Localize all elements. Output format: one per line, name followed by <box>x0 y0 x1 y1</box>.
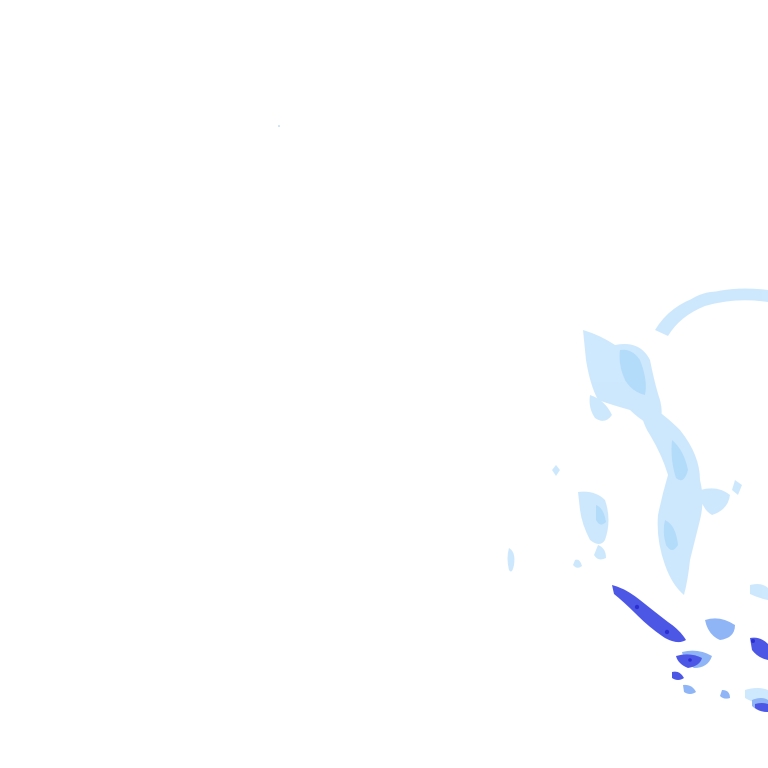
precip-cluster <box>578 491 609 544</box>
precip-core-dot <box>751 639 755 643</box>
precip-cell <box>507 548 515 572</box>
precip-heavy-cell <box>750 637 768 660</box>
radar-speck <box>278 125 280 127</box>
precip-cell <box>700 488 730 515</box>
precip-core <box>663 520 678 550</box>
precip-core <box>671 440 688 481</box>
precip-band-diagonal <box>640 400 703 595</box>
precip-core <box>619 349 646 395</box>
precip-moderate <box>720 690 730 699</box>
precip-heavy-cell <box>672 671 684 680</box>
precip-cell <box>573 559 582 568</box>
heavy-precip-core <box>634 604 755 662</box>
precip-heavy-cell <box>755 703 768 712</box>
precip-core-dot <box>688 658 692 662</box>
precip-cell <box>690 291 726 308</box>
precip-moderate <box>683 684 696 694</box>
light-precip-texture <box>596 349 688 550</box>
precip-cell <box>732 480 742 495</box>
precip-cell <box>750 584 768 600</box>
precip-core <box>596 505 606 525</box>
precip-core-dot <box>664 629 670 635</box>
precip-moderate <box>705 618 735 640</box>
precip-heavy-band <box>612 585 686 643</box>
precip-core-dot <box>634 604 640 610</box>
light-precip-layer <box>507 288 768 705</box>
precip-cell <box>594 545 606 560</box>
precip-band-left-lower <box>589 395 612 421</box>
precip-cell <box>552 465 560 476</box>
